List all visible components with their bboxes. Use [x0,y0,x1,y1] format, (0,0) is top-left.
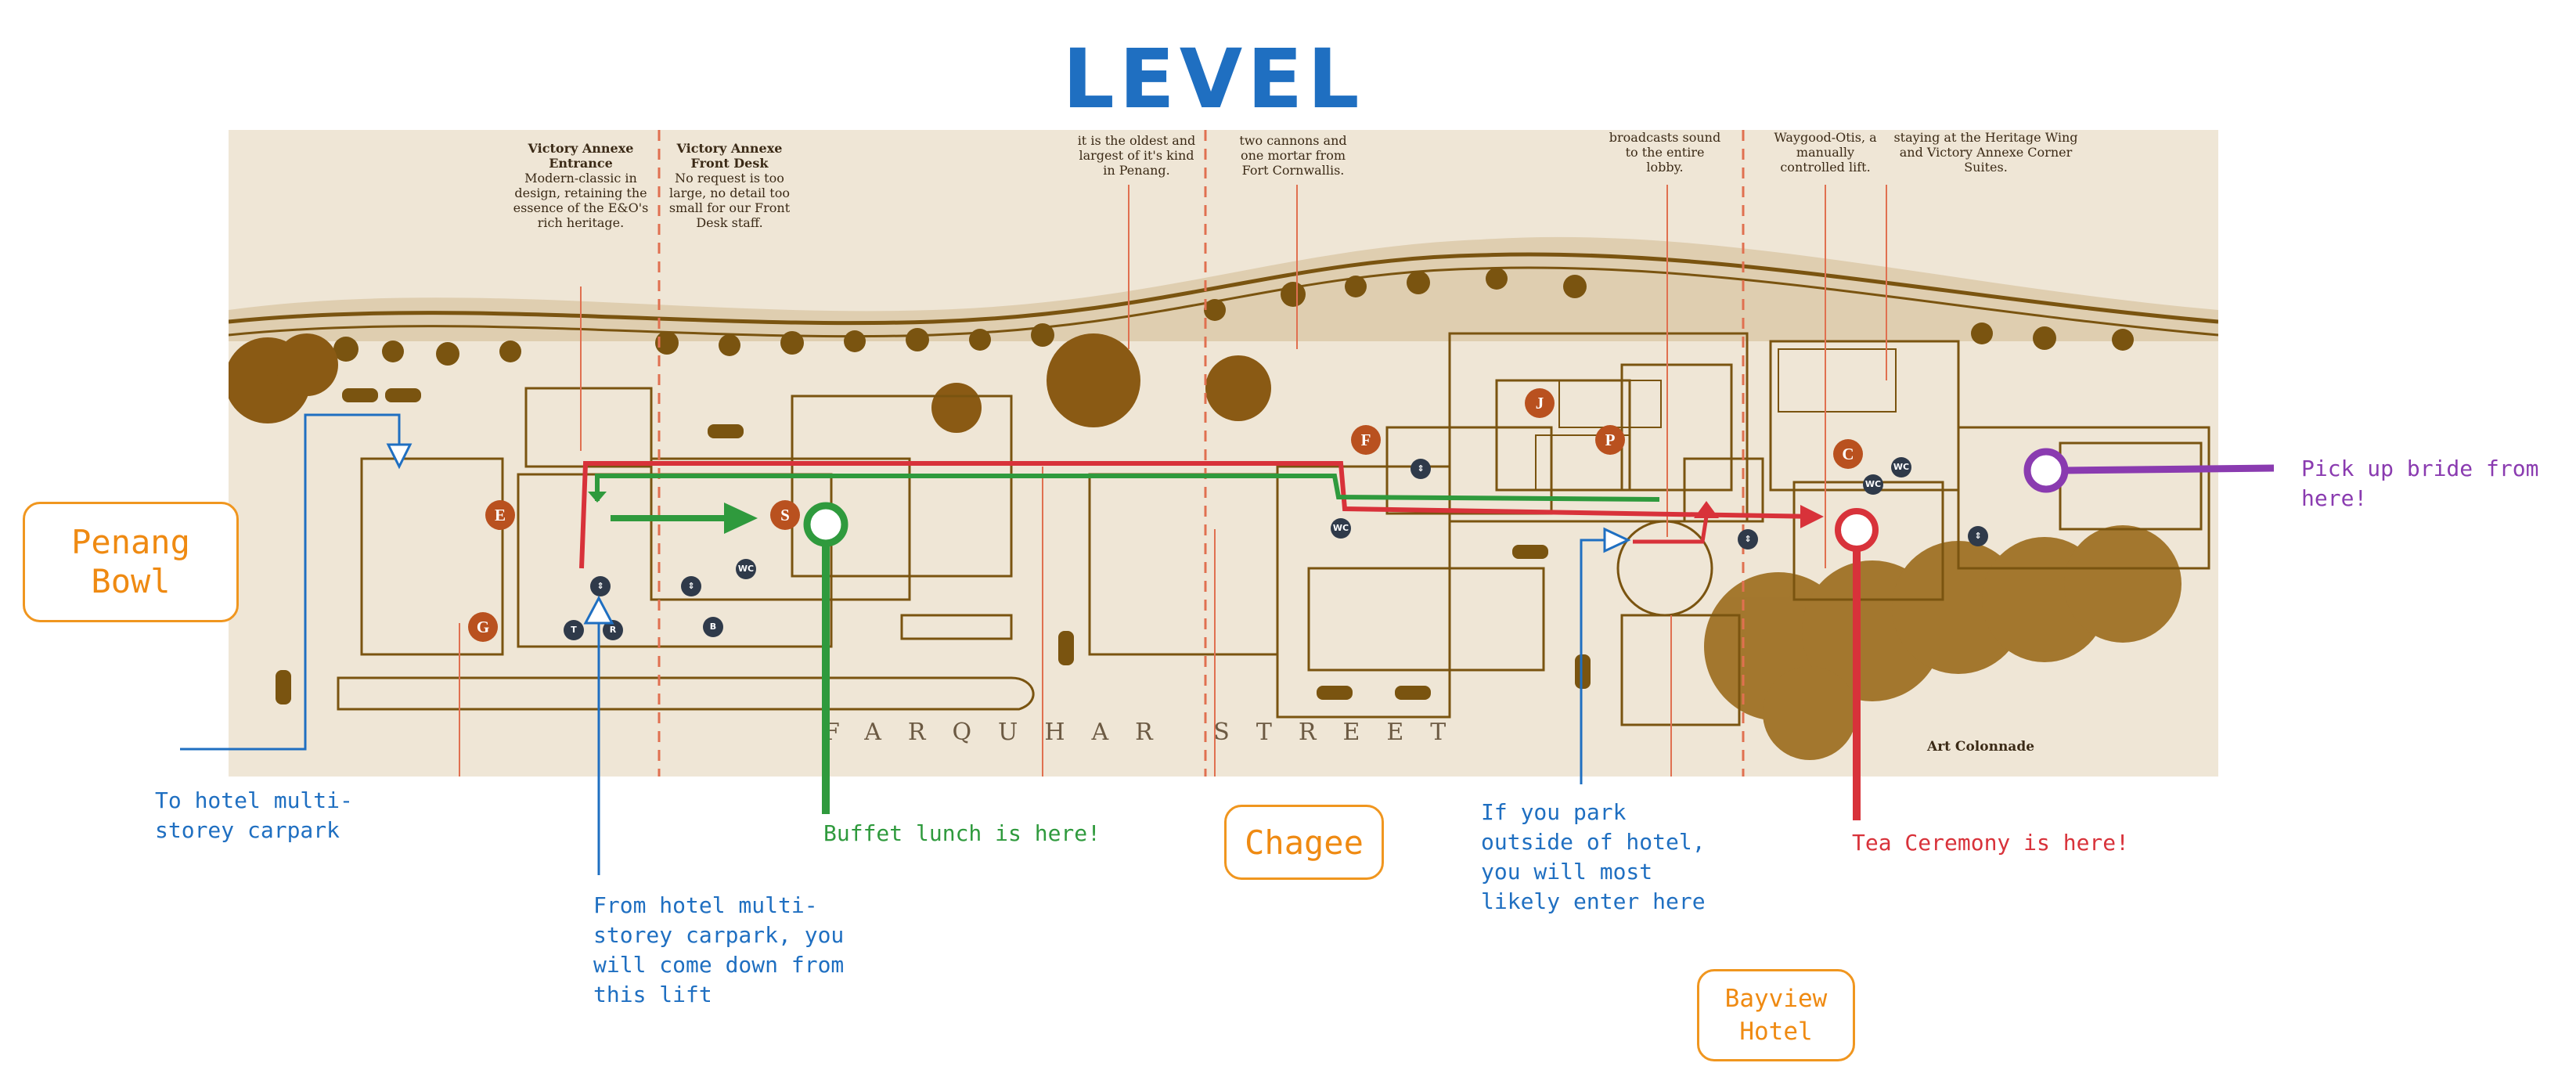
street-name-label: FARQUHAR STREET [823,719,1473,746]
penang-bowl-box[interactable]: Penang Bowl [23,502,239,622]
washroom-icon: WC [1863,474,1883,495]
chagee-label: Chagee [1245,823,1364,862]
chagee-box[interactable]: Chagee [1224,805,1384,880]
map-marker-c[interactable]: C [1833,439,1863,469]
lift-annotation: From hotel multi-storey carpark, you wil… [593,892,845,1007]
penang-bowl-label: Penang Bowl [71,523,190,600]
art-colonnade-label: Art Colonnade [1927,739,2035,755]
map-marker-s[interactable]: S [770,500,800,530]
carpark-annotation: To hotel multi-storey carpark [155,787,353,843]
bayview-hotel-label: Bayview Hotel [1724,985,1828,1046]
map-note-lobby-sound: broadcasts sound to the entire lobby. [1609,130,1721,175]
bar-icon: B [703,617,723,637]
telephone-icon: T [564,620,584,640]
bayview-hotel-box[interactable]: Bayview Hotel [1697,969,1855,1061]
map-marker-f[interactable]: F [1351,425,1381,455]
tea-ceremony-annotation: Tea Ceremony is here! [1852,830,2130,856]
washroom-icon: WC [1331,518,1351,539]
washroom-icon: WC [1891,457,1911,477]
map-marker-p[interactable]: P [1595,425,1625,455]
floor-plan-drawing [229,130,2218,777]
lift-icon: ⇕ [681,576,701,596]
map-marker-j[interactable]: J [1525,388,1555,418]
map-note-cannons: two cannons and one mortar from Fort Cor… [1239,133,1347,178]
map-marker-e[interactable]: E [485,500,515,530]
map-marker-g[interactable]: G [468,612,498,642]
restaurant-icon: R [603,620,623,640]
map-note-oldest: it is the oldest and largest of it's kin… [1077,133,1196,178]
lift-icon: ⇕ [1738,529,1758,550]
lift-icon: ⇕ [1968,526,1988,546]
map-note-lift: Waygood-Otis, a manually controlled lift… [1774,130,1877,175]
washroom-icon: WC [736,559,756,579]
map-note-suites: staying at the Heritage Wing and Victory… [1893,130,2078,175]
buffet-annotation: Buffet lunch is here! [823,820,1101,846]
lift-icon: ⇕ [590,576,611,596]
bride-pickup-annotation: Pick up bride from here! [2301,456,2539,511]
lift-icon: ⇕ [1410,459,1431,479]
park-outside-annotation: If you park outside of hotel, you will m… [1481,799,1706,914]
